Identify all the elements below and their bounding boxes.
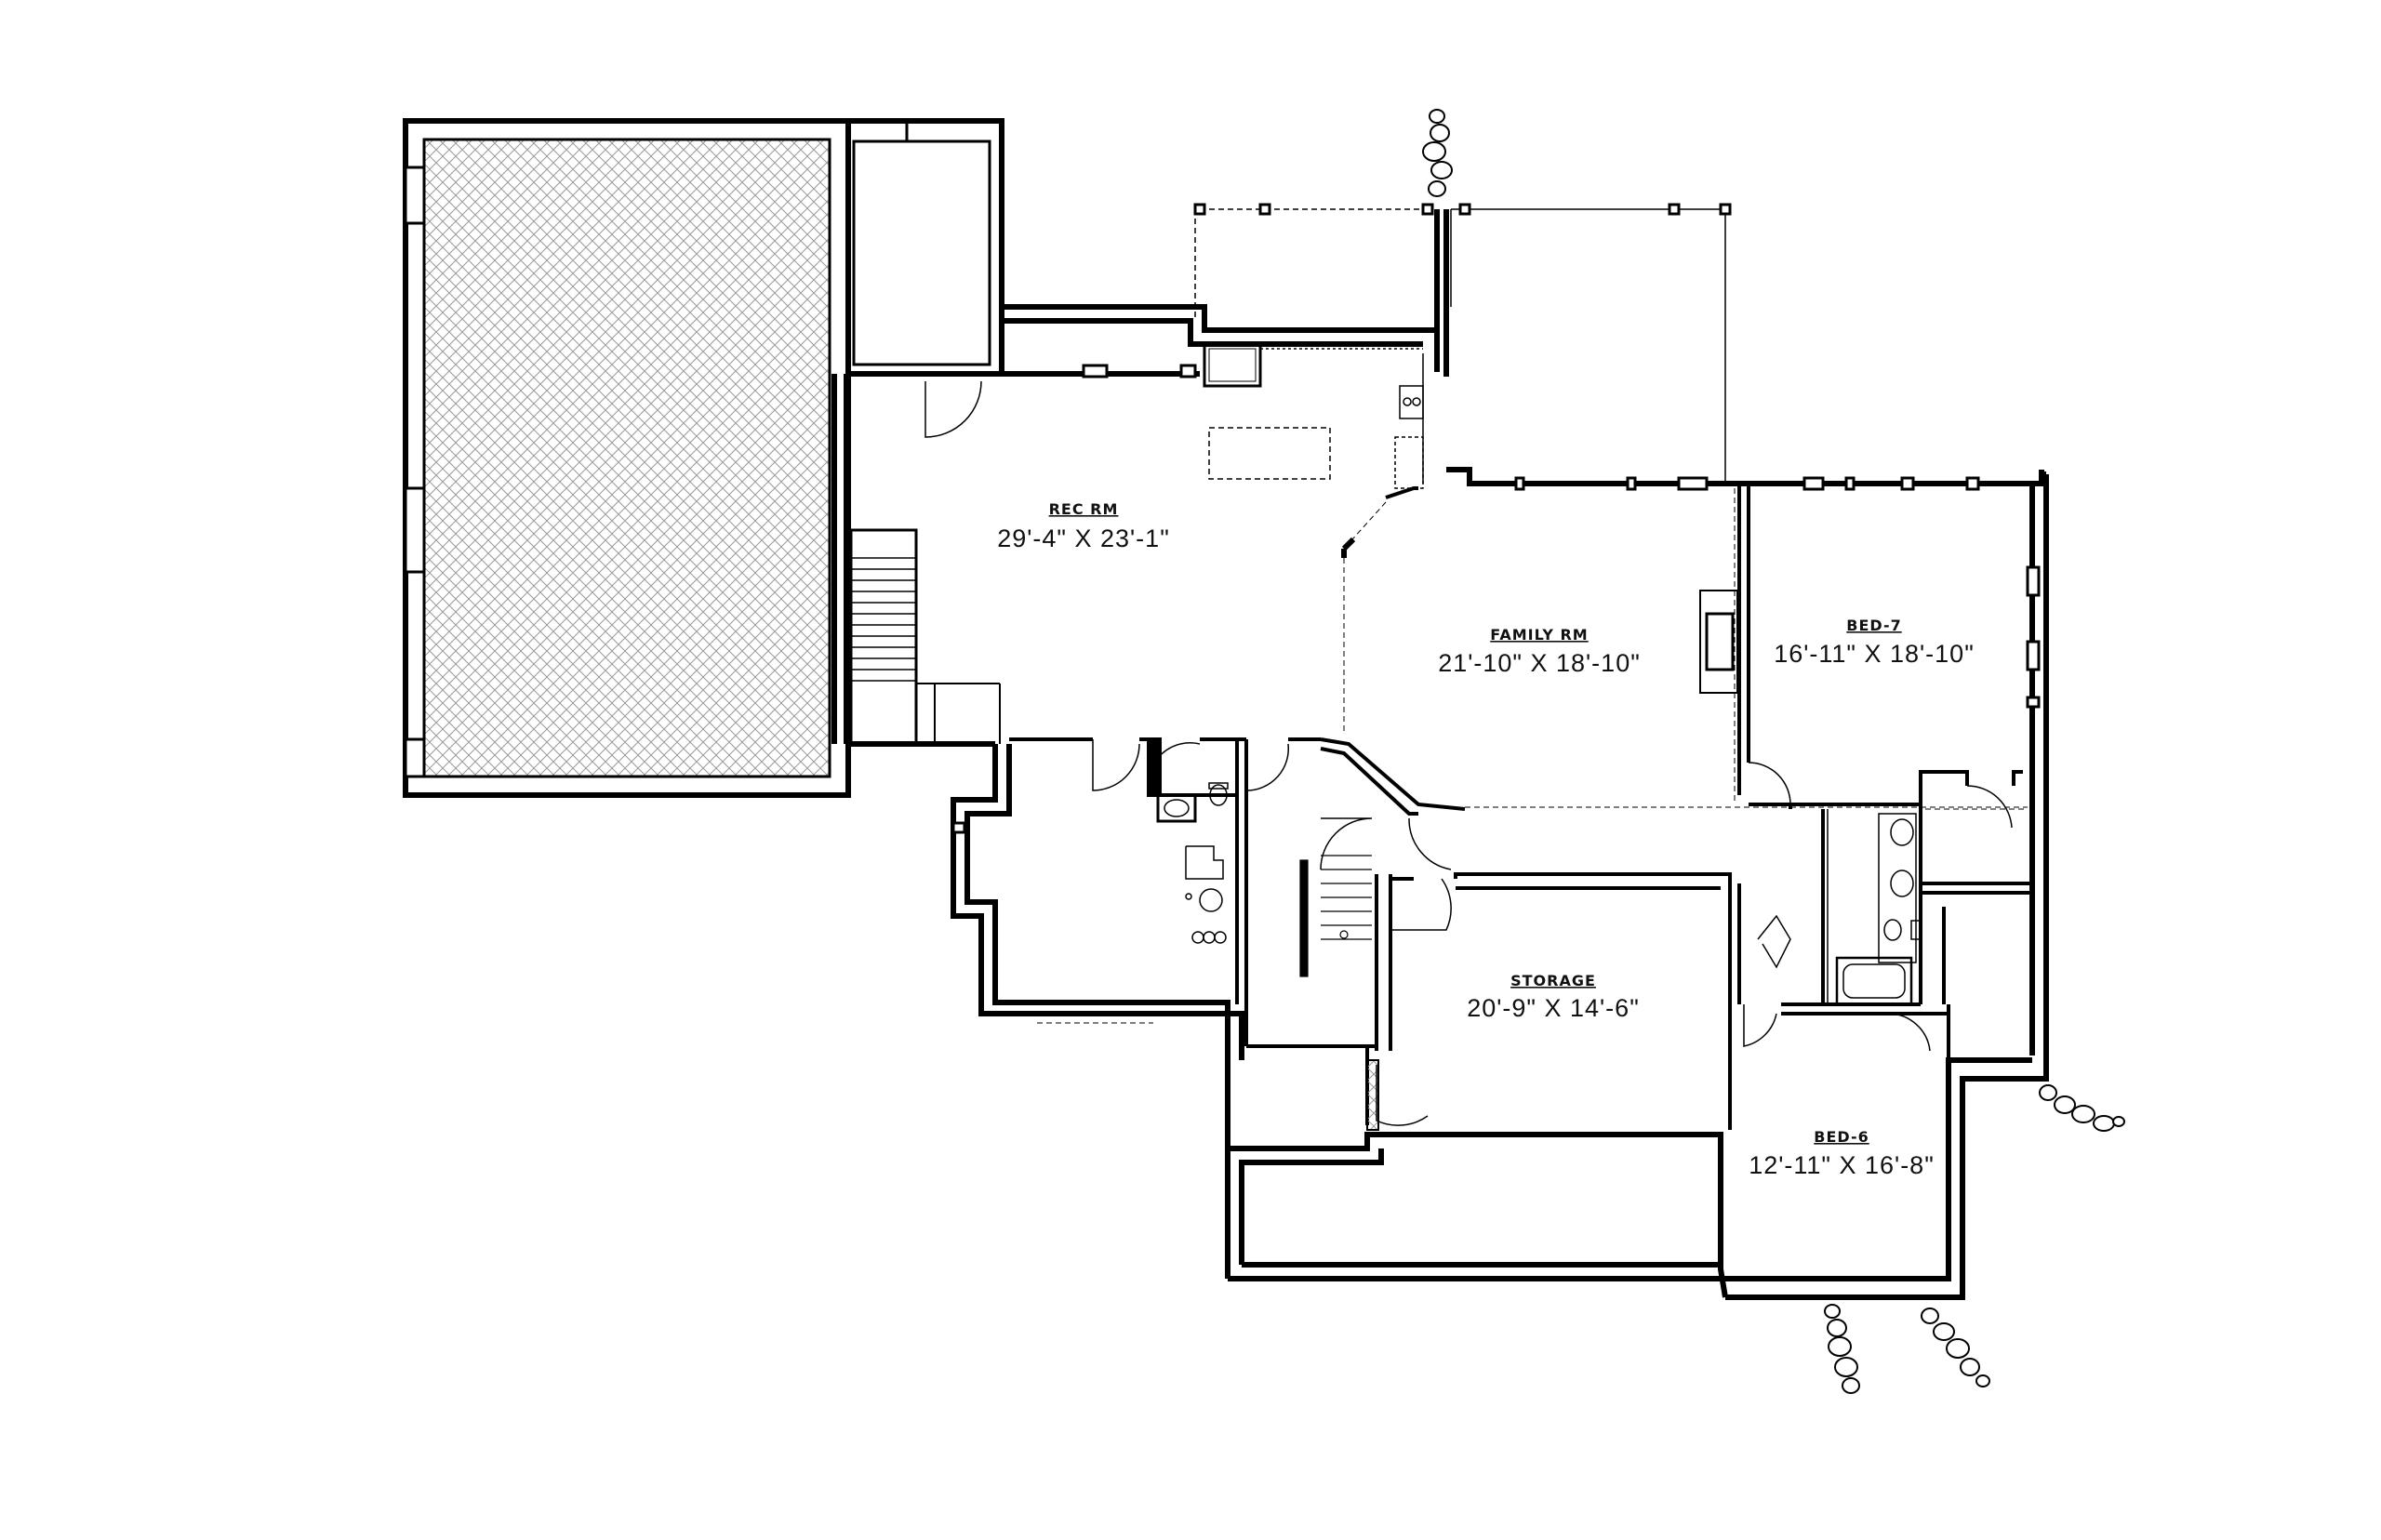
hatched-slab <box>403 118 851 798</box>
room-name: BED-6 <box>1814 1128 1869 1146</box>
doors <box>924 380 2013 1126</box>
stairs-lower <box>1299 855 1372 977</box>
room-label-storage: STORAGE 20'-9" X 14'-6" <box>1467 972 1640 1022</box>
covered-deck <box>1193 203 1732 484</box>
room-dimensions: 21'-10" X 18'-10" <box>1438 649 1641 677</box>
room-label-rec: REC RM 29'-4" X 23'-1" <box>997 500 1170 552</box>
room-label-bed6: BED-6 12'-11" X 16'-8" <box>1749 1128 1935 1179</box>
master-bath-fixtures <box>1827 809 1922 1006</box>
dashed-openings <box>1037 483 2028 1024</box>
stairs-upper <box>849 528 1001 746</box>
windows <box>951 364 2041 834</box>
fireplace <box>1699 590 1738 694</box>
room-name: BED-7 <box>1846 617 1901 634</box>
landscape-rocks <box>1422 109 2125 1394</box>
room-name: STORAGE <box>1510 972 1596 989</box>
exterior-walls <box>831 209 2049 1300</box>
room-name: FAMILY RM <box>1490 626 1588 644</box>
room-dimensions: 12'-11" X 16'-8" <box>1749 1151 1935 1179</box>
half-bath-fixtures <box>1156 782 1229 823</box>
utility-fixtures <box>1185 845 1227 944</box>
room-label-bed7: BED-7 16'-11" X 18'-10" <box>1774 617 1975 668</box>
interior-walls <box>1009 484 2032 1131</box>
room-dimensions: 20'-9" X 14'-6" <box>1467 994 1640 1022</box>
room-dimensions: 29'-4" X 23'-1" <box>997 524 1170 552</box>
room-label-family: FAMILY RM 21'-10" X 18'-10" <box>1438 626 1641 677</box>
mechanical-room <box>845 118 1004 377</box>
room-name: REC RM <box>1049 500 1119 518</box>
kitchen-fixtures <box>1203 342 1424 489</box>
room-dimensions: 16'-11" X 18'-10" <box>1774 640 1975 668</box>
